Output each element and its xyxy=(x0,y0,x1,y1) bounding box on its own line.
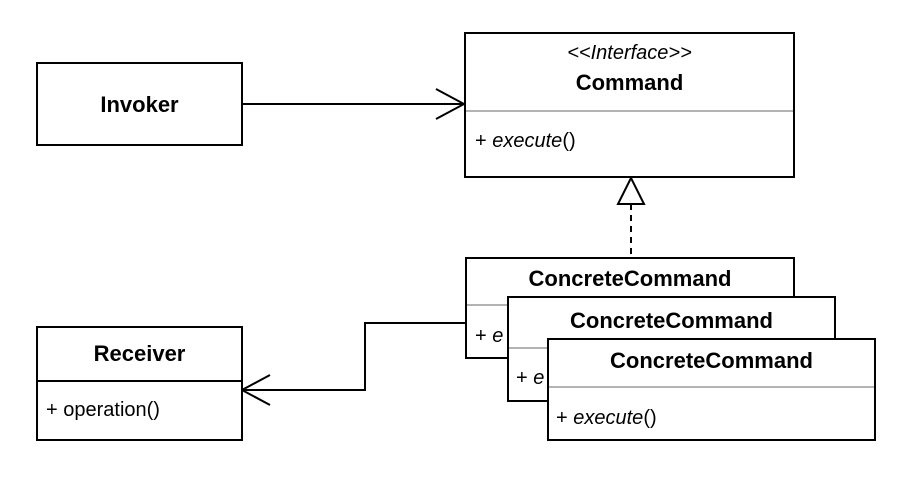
concrete-command-box xyxy=(547,338,876,441)
receiver-box xyxy=(36,326,243,441)
concrete-command-method: + e xyxy=(475,325,503,347)
receiver-method: + operation() xyxy=(46,399,160,421)
command-method: + execute() xyxy=(475,130,576,152)
concrete-command-name: ConcreteCommand xyxy=(570,308,773,333)
command-interface: <<Interface>> Command + execute() xyxy=(464,32,795,178)
command-name: Command xyxy=(576,70,684,95)
realization-connector xyxy=(616,175,646,258)
invoker-class: Invoker xyxy=(36,62,243,146)
concrete-command-method-name: e xyxy=(533,367,544,389)
invoker-box xyxy=(36,62,243,146)
concrete-command-name: ConcreteCommand xyxy=(529,266,732,291)
invoker-command-association xyxy=(242,88,467,120)
concrete-command-method-prefix: + xyxy=(516,367,533,389)
receiver-name: Receiver xyxy=(94,341,186,366)
concrete-command-method-name: execute xyxy=(573,407,643,429)
command-method-name: execute xyxy=(492,130,562,152)
concrete-command-method: + e xyxy=(516,367,544,389)
concrete-command-method-prefix: + xyxy=(556,407,573,429)
concrete-command-method-name: e xyxy=(492,325,503,347)
concrete-command-name: ConcreteCommand xyxy=(610,348,813,373)
invoker-name: Invoker xyxy=(100,92,179,117)
command-box xyxy=(464,32,795,178)
command-method-prefix: + xyxy=(475,130,492,152)
command-stereotype: <<Interface>> xyxy=(567,42,692,64)
receiver-class: Receiver + operation() xyxy=(36,326,243,441)
concrete-command-method: + execute() xyxy=(556,407,657,429)
concrete-command-class: ConcreteCommand + execute() xyxy=(547,338,876,441)
command-receiver-line xyxy=(242,322,466,391)
concrete-command-method-suffix: () xyxy=(643,407,656,429)
concrete-command-method-prefix: + xyxy=(475,325,492,347)
command-receiver-association xyxy=(239,322,466,406)
command-method-suffix: () xyxy=(562,130,575,152)
realization-triangle-head xyxy=(616,175,646,205)
